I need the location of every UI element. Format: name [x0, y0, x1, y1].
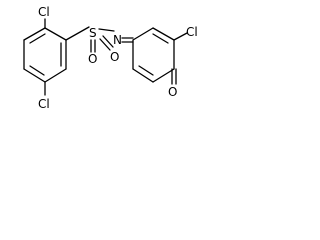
bond-c3-c4	[44, 68, 67, 83]
atom-labels: Cl Cl S O O N Cl O	[38, 5, 198, 111]
label-nitrogen: N	[113, 33, 122, 47]
label-oxygen-right: O	[110, 50, 119, 64]
label-cl-top: Cl	[38, 5, 50, 19]
label-oxygen-carbonyl: O	[168, 85, 177, 99]
bond-q2-q3	[152, 27, 175, 41]
bond-c2-s	[65, 26, 90, 41]
chemical-structure-diagram: Cl Cl S O O N Cl O	[23, 5, 198, 111]
bond-q1-q2	[132, 27, 154, 41]
label-cl-bottom: Cl	[38, 97, 50, 111]
bond-q5-q6	[132, 68, 154, 83]
bond-inner-3	[29, 65, 45, 76]
bond-q4-q5	[152, 68, 175, 83]
bond-q3-cl	[173, 32, 188, 41]
bond-lines	[23, 18, 188, 96]
bond-q-inner-2	[138, 65, 154, 76]
label-cl-quinone: Cl	[186, 25, 198, 39]
bond-s-o-right-b	[102, 35, 114, 48]
label-sulfur: S	[89, 26, 97, 40]
bond-inner-1	[29, 33, 46, 44]
bond-s-n	[98, 28, 115, 32]
bond-c6-c1	[23, 27, 46, 41]
bond-c4-c5	[23, 68, 46, 83]
bond-q-inner-1	[152, 33, 169, 44]
bond-c1-c2	[44, 27, 67, 41]
bond-s-o-right-a	[99, 38, 111, 51]
label-oxygen-left: O	[88, 52, 97, 66]
